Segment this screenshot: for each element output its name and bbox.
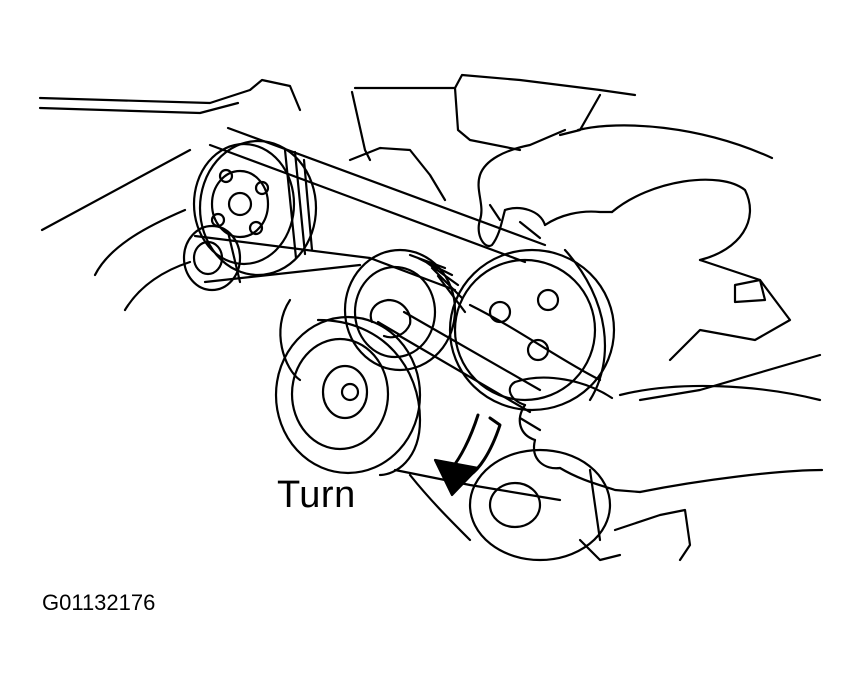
lower-pulley [408,448,612,562]
drive-belt [193,126,602,502]
upper-left-pulley [192,139,318,277]
figure-id-label: G01132176 [42,590,156,615]
left-idler-pulley [182,224,242,292]
lower-hand [508,376,824,494]
wrench-tool [369,298,542,414]
turn-arrow [433,413,502,497]
engine-block-outline [38,73,822,562]
crank-pulley [274,315,422,477]
turn-label: Turn [277,474,356,516]
water-pump-pulley [448,248,616,412]
tensioner-pulley [343,248,467,372]
upper-hand [477,124,774,248]
